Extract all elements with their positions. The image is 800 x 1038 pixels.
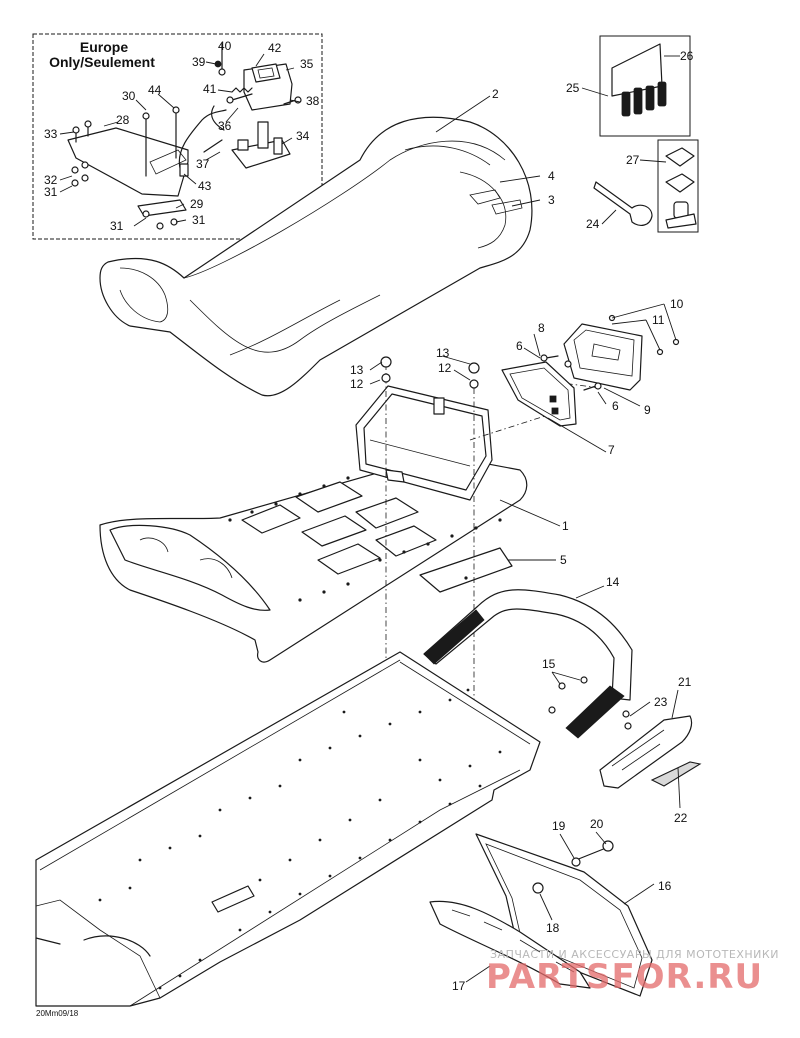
callout-21: 21	[678, 675, 692, 689]
callout-33: 33	[44, 127, 58, 141]
callout-15: 15	[542, 657, 556, 671]
callout-1: 1	[562, 519, 569, 533]
callout-32: 32	[44, 173, 58, 187]
callout-4: 4	[548, 169, 555, 183]
callout-9: 9	[644, 403, 651, 417]
callout-31-c: 31	[192, 213, 206, 227]
callout-38: 38	[306, 94, 320, 108]
callout-42: 42	[268, 41, 282, 55]
callout-27: 27	[626, 153, 640, 167]
callout-13-a: 13	[350, 363, 364, 377]
callout-11: 11	[652, 313, 665, 327]
callout-6-a: 6	[516, 339, 523, 353]
callout-18: 18	[546, 921, 560, 935]
callout-14: 14	[606, 575, 620, 589]
callout-17: 17	[452, 979, 466, 993]
callout-31-b: 31	[110, 219, 124, 233]
callout-31-a: 31	[44, 185, 58, 199]
callout-20: 20	[590, 817, 604, 831]
callout-39: 39	[192, 55, 206, 69]
inset-title-line2: Only/Seulement	[49, 54, 155, 70]
callout-2: 2	[492, 87, 499, 101]
callout-12-a: 12	[350, 377, 364, 391]
watermark-logo: PARTSFOR.RU	[486, 957, 763, 997]
callout-24: 24	[586, 217, 600, 231]
callout-26: 26	[680, 49, 694, 63]
callout-41: 41	[203, 82, 217, 96]
callout-10: 10	[670, 297, 684, 311]
callout-43: 43	[198, 179, 212, 193]
callout-13-b: 13	[436, 346, 450, 360]
flap-bracket	[429, 900, 591, 989]
callout-19: 19	[552, 819, 566, 833]
inset-title-line1: Europe	[80, 39, 128, 55]
callout-5: 5	[560, 553, 567, 567]
bracket	[137, 199, 187, 217]
callout-16: 16	[658, 879, 672, 893]
callout-30: 30	[122, 89, 136, 103]
callout-22: 22	[674, 811, 688, 825]
watermark-tagline: ЗАПЧАСТИ И АКСЕССУАРЫ ДЛЯ МОТОТЕХНИКИ	[490, 948, 779, 961]
callout-40: 40	[218, 39, 232, 53]
tool-bag-frame	[599, 35, 691, 137]
callout-3: 3	[548, 193, 555, 207]
snow-flap	[429, 833, 653, 997]
callout-37: 37	[196, 157, 210, 171]
callout-8: 8	[538, 321, 545, 335]
callout-numbers: 40 42 35 39 41 38 36 34 37 43 44 30 28 3…	[44, 39, 694, 993]
seat-cushion	[99, 116, 533, 397]
callout-29: 29	[190, 197, 204, 211]
callout-12-b: 12	[438, 361, 452, 375]
tunnel-body	[35, 651, 541, 1007]
taillight-bracket	[501, 361, 577, 427]
tool-kit	[593, 35, 699, 233]
europe-only-inset: Europe Only/Seulement	[32, 33, 323, 240]
callout-36: 36	[218, 119, 232, 133]
callout-35: 35	[300, 57, 314, 71]
leader-lines	[59, 50, 681, 983]
handle-end-cap	[599, 710, 702, 789]
callout-23: 23	[654, 695, 668, 709]
drawing-code: 20Mm09/18	[36, 1009, 79, 1018]
storage-compartment	[355, 385, 493, 501]
inset-frame	[32, 33, 323, 240]
callout-25: 25	[566, 81, 580, 95]
taillight-lens	[563, 323, 643, 391]
cap-kit-frame	[657, 139, 699, 233]
grab-handle	[423, 589, 633, 739]
callout-28: 28	[116, 113, 130, 127]
watermark: ЗАПЧАСТИ И АКСЕССУАРЫ ДЛЯ МОТОТЕХНИКИ PA…	[486, 948, 779, 997]
callout-6-b: 6	[612, 399, 619, 413]
callout-34: 34	[296, 129, 310, 143]
seat-base-frame	[99, 454, 528, 663]
callout-7: 7	[608, 443, 615, 457]
callout-44: 44	[148, 83, 162, 97]
